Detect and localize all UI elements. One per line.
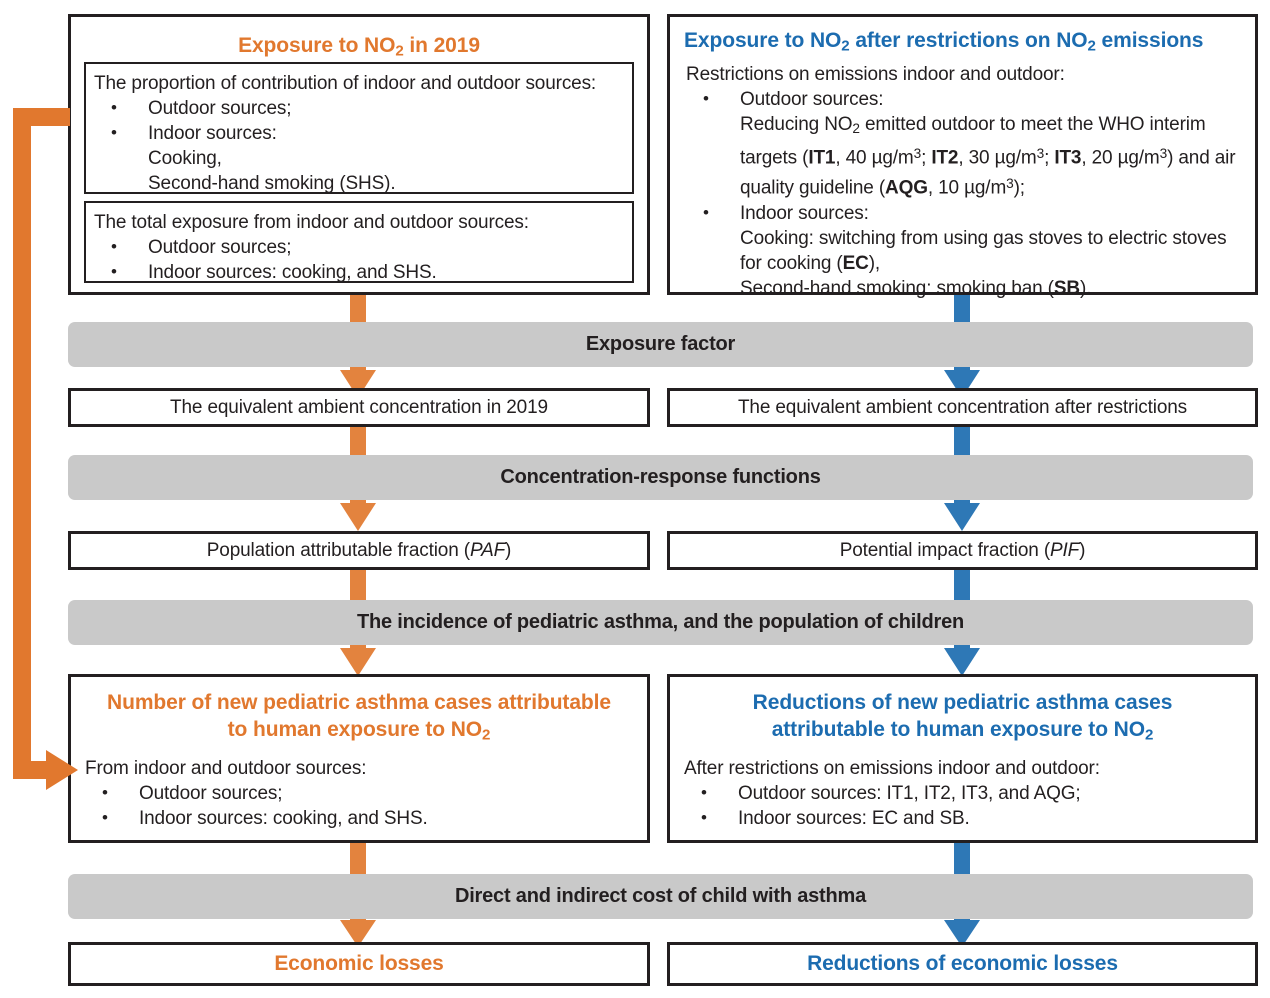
indoor-detail-line-2: for cooking (EC),	[740, 252, 881, 274]
panel-lead: After restrictions on emissions indoor a…	[684, 758, 1100, 780]
panel-lead: From indoor and outdoor sources:	[85, 758, 367, 780]
band-label: Exposure factor	[585, 333, 736, 355]
band-label: The incidence of pediatric asthma, and t…	[356, 611, 965, 633]
box-label: Economic losses	[274, 952, 444, 975]
outcome-title-line-1: Reductions of new pediatric asthma cases	[752, 691, 1173, 714]
right-outcome-body: After restrictions on emissions indoor a…	[684, 756, 1255, 831]
list-item: Outdoor sources:	[686, 86, 1255, 112]
left-panel-total-exposure: The total exposure from indoor and outdo…	[84, 201, 634, 285]
list-item: Indoor sources:	[94, 120, 622, 146]
left-equivalent-concentration-box: The equivalent ambient concentration in …	[68, 388, 650, 427]
left-outcome-body: From indoor and outdoor sources: Outdoor…	[85, 756, 647, 831]
box-label: The equivalent ambient concentration aft…	[737, 396, 1188, 418]
list-item: Outdoor sources;	[85, 780, 647, 806]
outdoor-detail-line-2: targets (IT1, 40 µg/m3; IT2, 30 µg/m3; I…	[740, 146, 1236, 170]
right-outcome-title: Reductions of new pediatric asthma cases…	[670, 689, 1255, 748]
band-concentration-response: Concentration-response functions	[68, 455, 1253, 500]
right-exposure-restrictions-box: Exposure to NO2 after restrictions on NO…	[667, 14, 1258, 299]
left-asthma-cases-box: Number of new pediatric asthma cases att…	[68, 674, 650, 843]
band-exposure-factor: Exposure factor	[68, 322, 1253, 367]
left-outcome-title: Number of new pediatric asthma cases att…	[71, 689, 647, 748]
list-item: Indoor sources: EC and SB.	[684, 805, 1255, 831]
list-item: Outdoor sources: IT1, IT2, IT3, and AQG;	[684, 780, 1255, 806]
outcome-title-line-2: attributable to human exposure to NO2	[771, 718, 1154, 744]
list-item: Indoor sources: cooking, and SHS.	[94, 259, 622, 285]
list-item: Indoor sources: cooking, and SHS.	[85, 805, 647, 831]
indoor-detail-line-1: Cooking: switching from using gas stoves…	[740, 227, 1227, 249]
left-header-title: Exposure to NO2 in 2019	[238, 34, 480, 60]
band-label: Direct and indirect cost of child with a…	[454, 885, 867, 907]
list-item: Outdoor sources;	[94, 95, 622, 121]
list-item: Indoor sources:	[686, 200, 1255, 226]
band-cost: Direct and indirect cost of child with a…	[68, 874, 1253, 919]
right-economic-losses-box: Reductions of economic losses	[667, 942, 1258, 986]
box-label: Reductions of economic losses	[807, 952, 1118, 975]
left-panel-proportion: The proportion of contribution of indoor…	[84, 62, 634, 194]
right-panel-restrictions: Restrictions on emissions indoor and out…	[686, 62, 1255, 300]
right-pif-box: Potential impact fraction (PIF)	[667, 531, 1258, 570]
box-label: The equivalent ambient concentration in …	[170, 396, 548, 418]
band-incidence-population: The incidence of pediatric asthma, and t…	[68, 600, 1253, 645]
sub-item: Second-hand smoking (SHS).	[148, 173, 396, 194]
left-paf-box: Population attributable fraction (PAF)	[68, 531, 650, 570]
outcome-title-line-2: to human exposure to NO2	[227, 718, 491, 744]
panel-lead: Restrictions on emissions indoor and out…	[686, 64, 1065, 86]
left-economic-losses-box: Economic losses	[68, 942, 650, 986]
panel-lead: The proportion of contribution of indoor…	[94, 73, 597, 94]
outcome-title-line-1: Number of new pediatric asthma cases att…	[107, 691, 611, 714]
indoor-detail-line-3: Second-hand smoking: smoking ban (SB).	[740, 277, 1092, 299]
box-label: Population attributable fraction (PAF)	[206, 539, 512, 561]
list-item: Outdoor sources;	[94, 234, 622, 260]
right-equivalent-concentration-box: The equivalent ambient concentration aft…	[667, 388, 1258, 427]
sub-item: Cooking,	[148, 148, 222, 169]
band-label: Concentration-response functions	[500, 466, 821, 488]
right-header-title: Exposure to NO2 after restrictions on NO…	[684, 29, 1204, 55]
outdoor-detail-line-3: quality guideline (AQG, 10 µg/m3);	[740, 176, 1025, 199]
box-label: Potential impact fraction (PIF)	[839, 539, 1086, 561]
right-asthma-reductions-box: Reductions of new pediatric asthma cases…	[667, 674, 1258, 843]
panel-lead: The total exposure from indoor and outdo…	[94, 212, 529, 233]
outdoor-detail-line-1: Reducing NO2 emitted outdoor to meet the…	[740, 114, 1206, 137]
